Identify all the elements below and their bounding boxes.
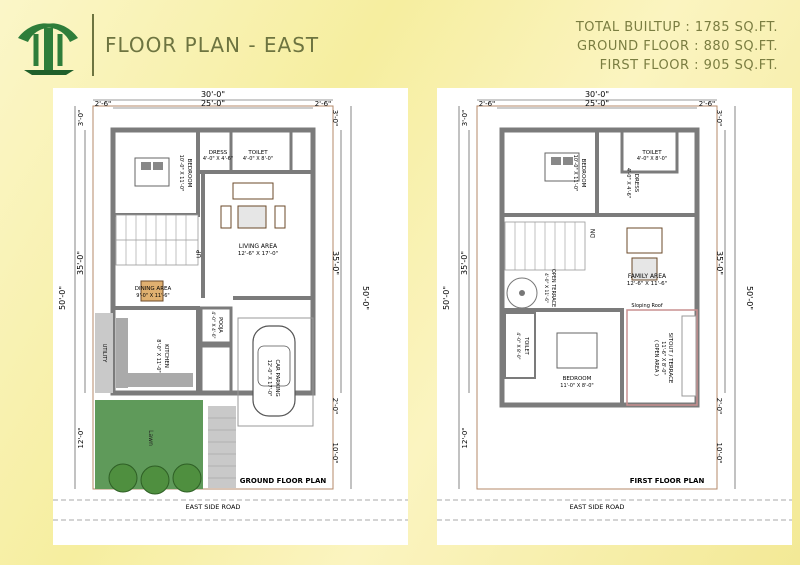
first-floor-sheet: 30'-0" 25'-0" 2'-6" 2'-6" 50'-0" 35'-0" … (437, 88, 792, 545)
dim-right-top: 3'-0" (331, 110, 339, 127)
ff-dim-left-bottom: 12'-0" (461, 427, 469, 448)
room-dress-label: DRESS (209, 150, 228, 156)
ff-dim-top-left: 2'-6" (479, 100, 496, 108)
dim-top-left: 2'-6" (95, 100, 112, 108)
dim-right-mid: 35'-0" (331, 251, 340, 275)
ff-bedroom-bottom-size: 11'-0" X 8'-0" (560, 383, 593, 389)
room-utility-label: UTILITY (101, 344, 107, 364)
ground-floor-area: GROUND FLOOR : 880 SQ.FT. (577, 39, 778, 54)
ff-dim-right-total: 50'-0" (745, 286, 754, 310)
dim-right-total: 50'-0" (361, 286, 370, 310)
dim-left-mid: 35'-0" (76, 251, 85, 275)
room-toilet-size: 4'-0" X 8'-0" (243, 156, 273, 162)
ff-dim-right-bottom: 10'-0" (715, 442, 723, 463)
dim-top-right: 2'-6" (315, 100, 332, 108)
car-parking-label: CAR PARKING (274, 359, 280, 396)
dim-top-total: 30'-0" (201, 90, 225, 99)
ground-road-label: EAST SIDE ROAD (186, 503, 241, 511)
room-kitchen-size: 8'-0" X 11'-0" (155, 339, 161, 372)
dim-right-bottom: 10'-0" (331, 442, 339, 463)
brand-logo (18, 23, 78, 75)
ground-floor-caption: GROUND FLOOR PLAN (240, 477, 327, 485)
ff-bedroom-top-label: BEDROOM (580, 159, 586, 188)
ff-open-terrace-size: 4'-0" X 11'-6" (543, 273, 549, 303)
first-floor-caption: FIRST FLOOR PLAN (630, 477, 705, 485)
ff-dim-top-total: 30'-0" (585, 90, 609, 99)
ff-dress-label: DRESS (633, 174, 639, 193)
ff-sitout-note: ( OPEN AREA ) (653, 340, 659, 376)
room-dress-size: 4'-0" X 4'-6" (203, 156, 233, 162)
ff-toilet-label: TOILET (641, 150, 662, 156)
room-kitchen-label: KITCHEN (163, 344, 169, 368)
ff-family-size: 12'-6" X 11'-6" (627, 281, 667, 287)
stair-up-label: UP (196, 250, 203, 258)
ff-sitout-size: 11'-6" X 8'-0" (660, 341, 666, 374)
ff-toilet-b-label: TOILET (523, 336, 529, 355)
room-dining-size: 9'-0" X 11'-6" (136, 293, 169, 299)
ff-dim-left-mid: 35'-0" (460, 251, 469, 275)
ff-dim-right-top: 3'-0" (715, 110, 723, 127)
room-bedroom-label: BEDROOM (186, 159, 192, 188)
dim-left-total: 50'-0" (58, 286, 67, 310)
room-pooja-label: POOJA (217, 317, 223, 333)
total-builtup: TOTAL BUILTUP : 1785 SQ.FT. (575, 20, 778, 35)
first-road-label: EAST SIDE ROAD (570, 503, 625, 511)
ff-dim-top-right: 2'-6" (699, 100, 716, 108)
dim-left-bottom: 12'-0" (77, 427, 85, 448)
dim-top-inner: 25'-0" (201, 99, 225, 108)
ff-toilet-size: 4'-0" X 8'-0" (637, 156, 667, 162)
ff-dim-right-mid: 35'-0" (715, 251, 724, 275)
stair-down-label: DN (590, 229, 597, 238)
dim-left-top: 3'-0" (77, 110, 85, 127)
ground-floor-sheet: 30'-0" 25'-0" 2'-6" 2'-6" 50'-0" 35'-0" … (53, 88, 408, 545)
ff-bedroom-bottom-label: BEDROOM (563, 376, 592, 382)
ff-dress-size: 4'-0" X 4'-6" (625, 168, 631, 198)
room-living-size: 12'-6" X 17'-0" (238, 251, 278, 257)
car-parking-size: 12'-0" X 17'-0" (266, 360, 272, 397)
ff-open-terrace-label: OPEN TERRACE (550, 269, 556, 307)
first-floor-area: FIRST FLOOR : 905 SQ.FT. (599, 58, 778, 73)
page-title: FLOOR PLAN - EAST (105, 33, 320, 57)
ff-family-label: FAMILY AREA (628, 273, 667, 280)
ff-dim-top-inner: 25'-0" (585, 99, 609, 108)
ff-sloping-roof: Sloping Roof (631, 303, 662, 309)
ff-dim-left-top: 3'-0" (461, 110, 469, 127)
room-dining-label: DINING AREA (135, 286, 172, 292)
room-pooja-size: 4'-0" X 4'-6" (210, 311, 216, 338)
ff-sitout-label: SITOUT / TERRACE (667, 333, 673, 384)
ff-toilet-b-size: 4'-0" X 8'-0" (515, 332, 521, 359)
ff-dim-left-total: 50'-0" (442, 286, 451, 310)
ff-dim-right-small: 2'-0" (715, 398, 723, 415)
header-divider (92, 14, 94, 76)
dim-right-small: 2'-0" (331, 398, 339, 415)
area-summary: TOTAL BUILTUP : 1785 SQ.FT. GROUND FLOOR… (576, 18, 778, 75)
ff-bedroom-top-size: 10'-0" X 11'-0" (572, 155, 578, 192)
room-bedroom-size: 10'-0" X 11'-0" (178, 155, 184, 192)
room-toilet-label: TOILET (247, 150, 268, 156)
room-living-label: LIVING AREA (239, 243, 278, 250)
lawn-label: Lawn (147, 430, 154, 446)
